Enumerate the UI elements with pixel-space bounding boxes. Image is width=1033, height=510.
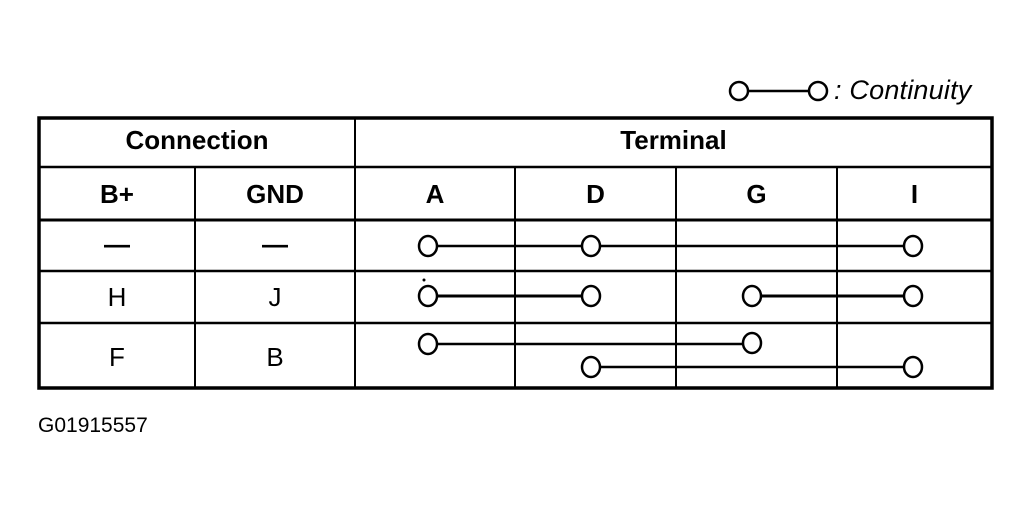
column-header-gnd: GND [246, 179, 304, 209]
column-header-d: D [586, 179, 605, 209]
header-connection: Connection [125, 125, 269, 155]
header-terminal: Terminal [620, 125, 727, 155]
column-header-g: G [746, 179, 767, 209]
continuity-row-1 [417, 234, 924, 258]
continuity-row-2 [417, 278, 924, 308]
figure-code: G01915557 [38, 414, 148, 437]
column-header-a: A [425, 179, 445, 209]
row-3-bplus: F [109, 342, 125, 372]
row-3-gnd: B [266, 342, 284, 372]
row-1-gnd: — [262, 229, 288, 259]
legend-label: : Continuity [834, 74, 972, 105]
legend: : Continuity [728, 74, 971, 106]
row-1-bplus: — [104, 229, 130, 259]
column-header-i: I [910, 179, 919, 209]
row-2-gnd: J [268, 282, 282, 312]
column-header-bplus: B+ [100, 179, 134, 209]
continuity-row-3 [417, 331, 924, 379]
row-2-bplus: H [107, 282, 127, 312]
continuity-symbol-icon [728, 80, 829, 102]
